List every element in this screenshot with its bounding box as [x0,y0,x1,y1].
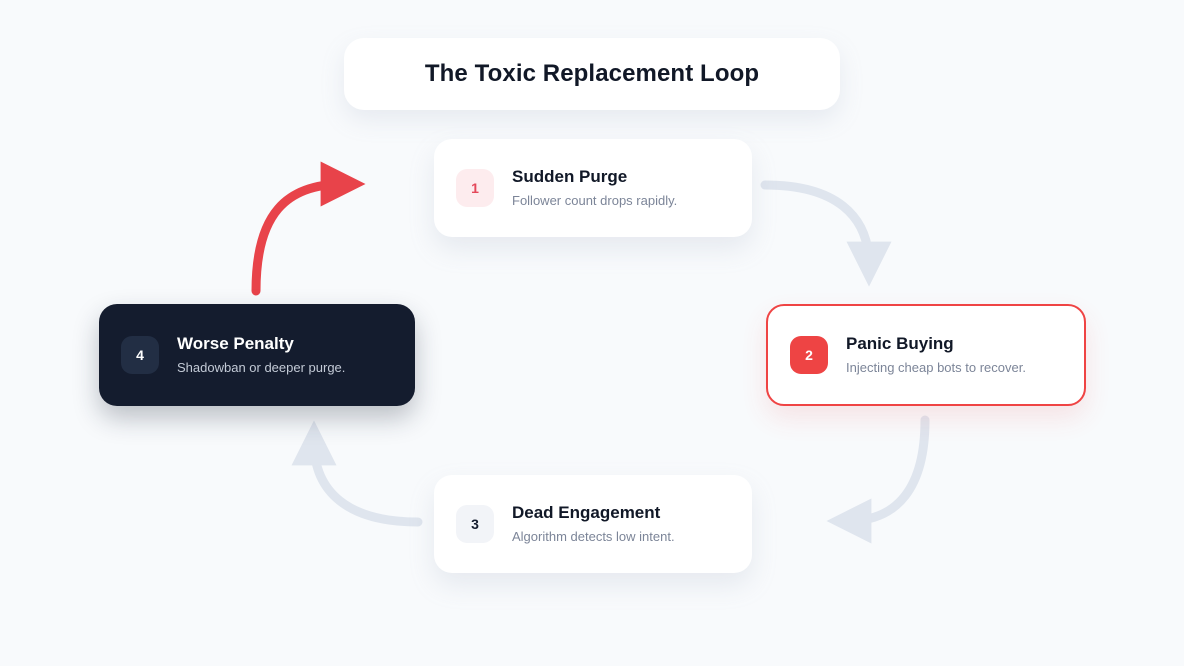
step-card-1[interactable]: 1 Sudden Purge Follower count drops rapi… [434,139,752,237]
step-body-4: Worse Penalty Shadowban or deeper purge. [177,334,345,376]
step-body-3: Dead Engagement Algorithm detects low in… [512,503,675,545]
step-badge-3: 3 [456,505,494,543]
step-card-2[interactable]: 2 Panic Buying Injecting cheap bots to r… [766,304,1086,406]
step-title-3: Dead Engagement [512,503,661,522]
step-card-3[interactable]: 3 Dead Engagement Algorithm detects low … [434,475,752,573]
step-subtitle-2: Injecting cheap bots to recover. [846,360,1026,376]
step-badge-2: 2 [790,336,828,374]
connector-2-to-3 [826,415,930,544]
connector-3-to-4 [291,420,423,527]
step-body-2: Panic Buying Injecting cheap bots to rec… [846,334,1026,376]
page-title: The Toxic Replacement Loop [424,60,760,87]
step-card-4[interactable]: 4 Worse Penalty Shadowban or deeper purg… [99,304,415,406]
step-title-1: Sudden Purge [512,167,628,186]
connector-1-to-2 [760,180,892,287]
step-subtitle-4: Shadowban or deeper purge. [177,360,346,376]
step-subtitle-3: Algorithm detects low intent. [512,529,675,545]
step-badge-4: 4 [121,336,159,374]
connector-4-to-1 [251,161,366,296]
step-title-4: Worse Penalty [177,334,294,353]
diagram-title-card: The Toxic Replacement Loop [344,38,840,110]
step-body-1: Sudden Purge Follower count drops rapidl… [512,167,677,209]
step-badge-1: 1 [456,169,494,207]
step-subtitle-1: Follower count drops rapidly. [512,193,678,209]
step-title-2: Panic Buying [846,334,954,353]
